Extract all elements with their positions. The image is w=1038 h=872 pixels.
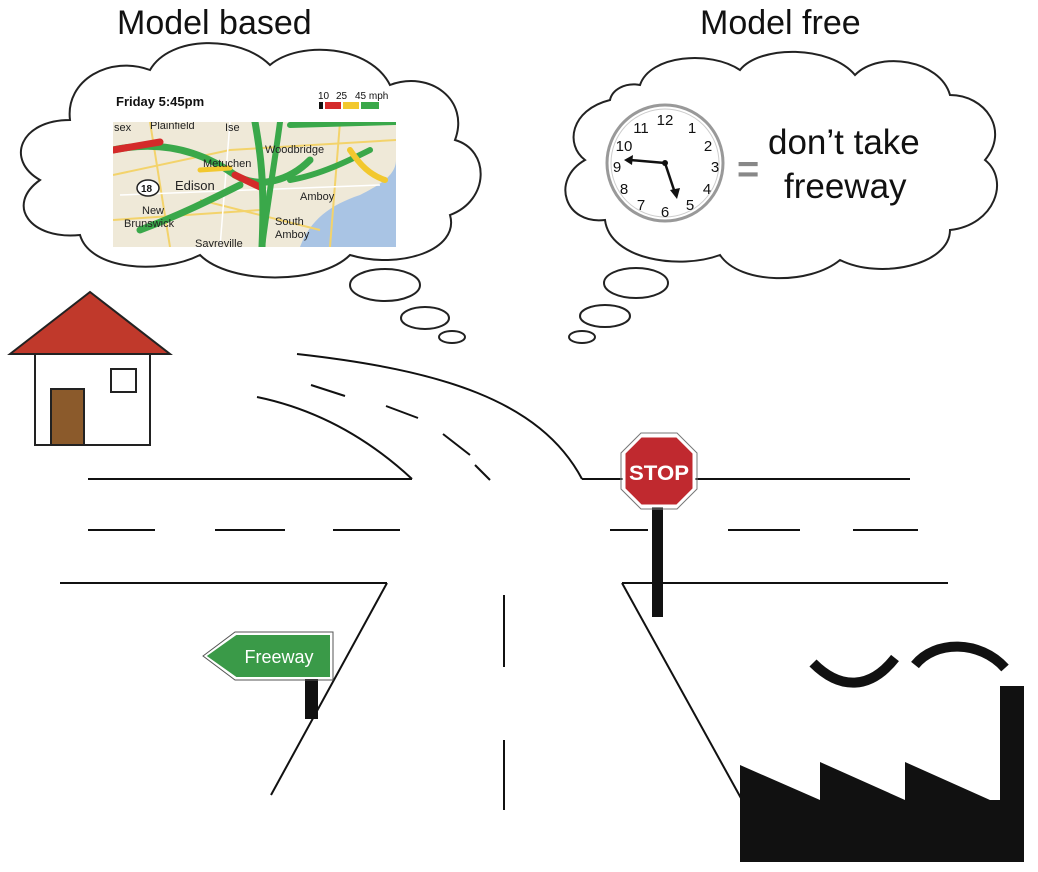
stop-sign: STOP — [620, 432, 698, 617]
clock-hour-hand — [629, 158, 666, 165]
traffic-map: sex Plainfield Ise Metuchen Woodbridge E… — [113, 120, 396, 250]
map-label: Sayreville — [195, 238, 243, 250]
smoke-puff — [911, 641, 1009, 672]
freeway-sign-face — [203, 633, 332, 679]
house — [7, 290, 173, 446]
route-18-shield: 18 — [136, 179, 160, 197]
clock-number: 6 — [661, 204, 669, 221]
stop-sign-pole — [652, 505, 663, 617]
map-label: South — [275, 216, 304, 228]
road-lines — [60, 353, 948, 810]
water-area — [300, 160, 396, 247]
map-label: Amboy — [300, 191, 335, 203]
speed-legend: 10 25 45 mph — [318, 91, 388, 109]
map-label: Woodbridge — [265, 144, 324, 156]
clock-number: 1 — [688, 120, 696, 137]
freeway-sign-pole — [305, 676, 318, 719]
legend-number: 25 — [336, 91, 348, 102]
map-label: New — [142, 205, 164, 217]
freeway-sign: Freeway — [202, 631, 334, 719]
clock-number: 4 — [703, 181, 711, 198]
map-label: Metuchen — [203, 158, 251, 170]
house-door — [50, 388, 85, 446]
stop-sign-face — [622, 434, 696, 508]
map-label: Brunswick — [124, 218, 175, 230]
freeway-sign-label: Freeway — [244, 647, 313, 667]
house-window — [110, 368, 137, 393]
clock-number: 5 — [686, 197, 694, 214]
clock-number: 9 — [613, 159, 621, 176]
map-label: sex — [114, 122, 132, 134]
clock-icon: 12 1 2 3 4 5 6 7 8 9 10 11 — [605, 103, 725, 223]
house-roof — [7, 290, 173, 355]
map-label: Ise — [225, 122, 240, 134]
legend-swatch-black — [319, 102, 323, 109]
model-free-title: Model free — [700, 4, 861, 42]
map-label: 18 — [141, 184, 153, 195]
smoke-puff — [809, 654, 899, 688]
equals-sign: = — [737, 149, 759, 191]
thought-line-2: freeway — [784, 167, 907, 206]
map-label: Amboy — [275, 229, 310, 241]
clock-number: 10 — [616, 138, 633, 155]
legend-swatch-yellow — [343, 102, 359, 109]
clock-number: 8 — [620, 181, 628, 198]
stop-sign-label: STOP — [629, 462, 689, 485]
clock-number: 2 — [704, 138, 712, 155]
thought-line-1: don’t take — [768, 123, 920, 162]
map-label: Edison — [175, 178, 215, 193]
clock-number: 12 — [657, 112, 674, 129]
map-header: Friday 5:45pm — [116, 94, 204, 109]
clock-number: 3 — [711, 159, 719, 176]
clock-number: 11 — [633, 120, 649, 137]
clock-minute-hand — [663, 162, 677, 194]
legend-swatch-red — [325, 102, 341, 109]
clock-number: 7 — [637, 197, 645, 214]
legend-number: 45 mph — [355, 91, 388, 102]
legend-number: 10 — [318, 91, 330, 102]
factory-icon — [740, 641, 1024, 862]
legend-swatch-green — [361, 102, 379, 109]
model-based-title: Model based — [117, 4, 312, 42]
map-label: Plainfield — [150, 120, 195, 132]
